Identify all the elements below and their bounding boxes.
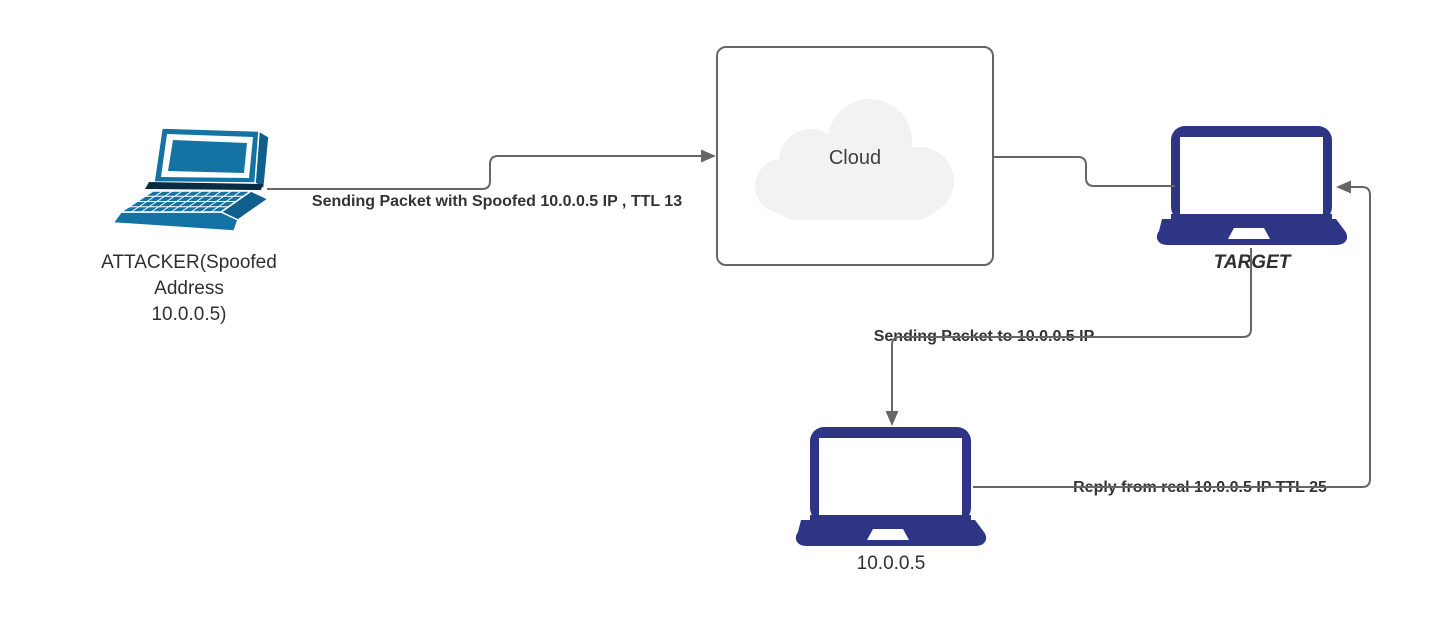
cloud-box: Cloud [716, 46, 994, 266]
attacker-laptop-icon [112, 127, 270, 232]
edge-label-reply-packet: Reply from real 10.0.0.5 IP TTL 25 [1073, 479, 1327, 496]
edge-cloud-to-target [994, 156, 1175, 187]
attacker-label-line1: ATTACKER(Spoofed [101, 252, 277, 273]
laptop-perspective-icon [112, 127, 270, 232]
edge-label-sending-packet: Sending Packet to 10.0.0.5 IP [873, 328, 1095, 345]
edge-attacker-to-cloud [267, 149, 716, 190]
attacker-label-line2: Address [154, 278, 224, 299]
target-laptop-icon [1156, 126, 1348, 248]
cloud-icon [755, 99, 954, 220]
target-label: TARGET [1213, 252, 1291, 273]
arrowhead-into-host [885, 411, 899, 426]
attacker-label-line3: 10.0.0.5) [151, 304, 227, 325]
real-host-label: 10.0.0.5 [856, 553, 926, 574]
edge-label-spoofed-packet: Sending Packet with Spoofed 10.0.0.5 IP … [311, 193, 683, 210]
real-host-laptop-icon [795, 427, 987, 549]
cloud-label: Cloud [828, 147, 882, 169]
arrowhead-into-cloud [701, 149, 716, 163]
attacker-label: ATTACKER(Spoofed Address 10.0.0.5) [101, 250, 277, 328]
